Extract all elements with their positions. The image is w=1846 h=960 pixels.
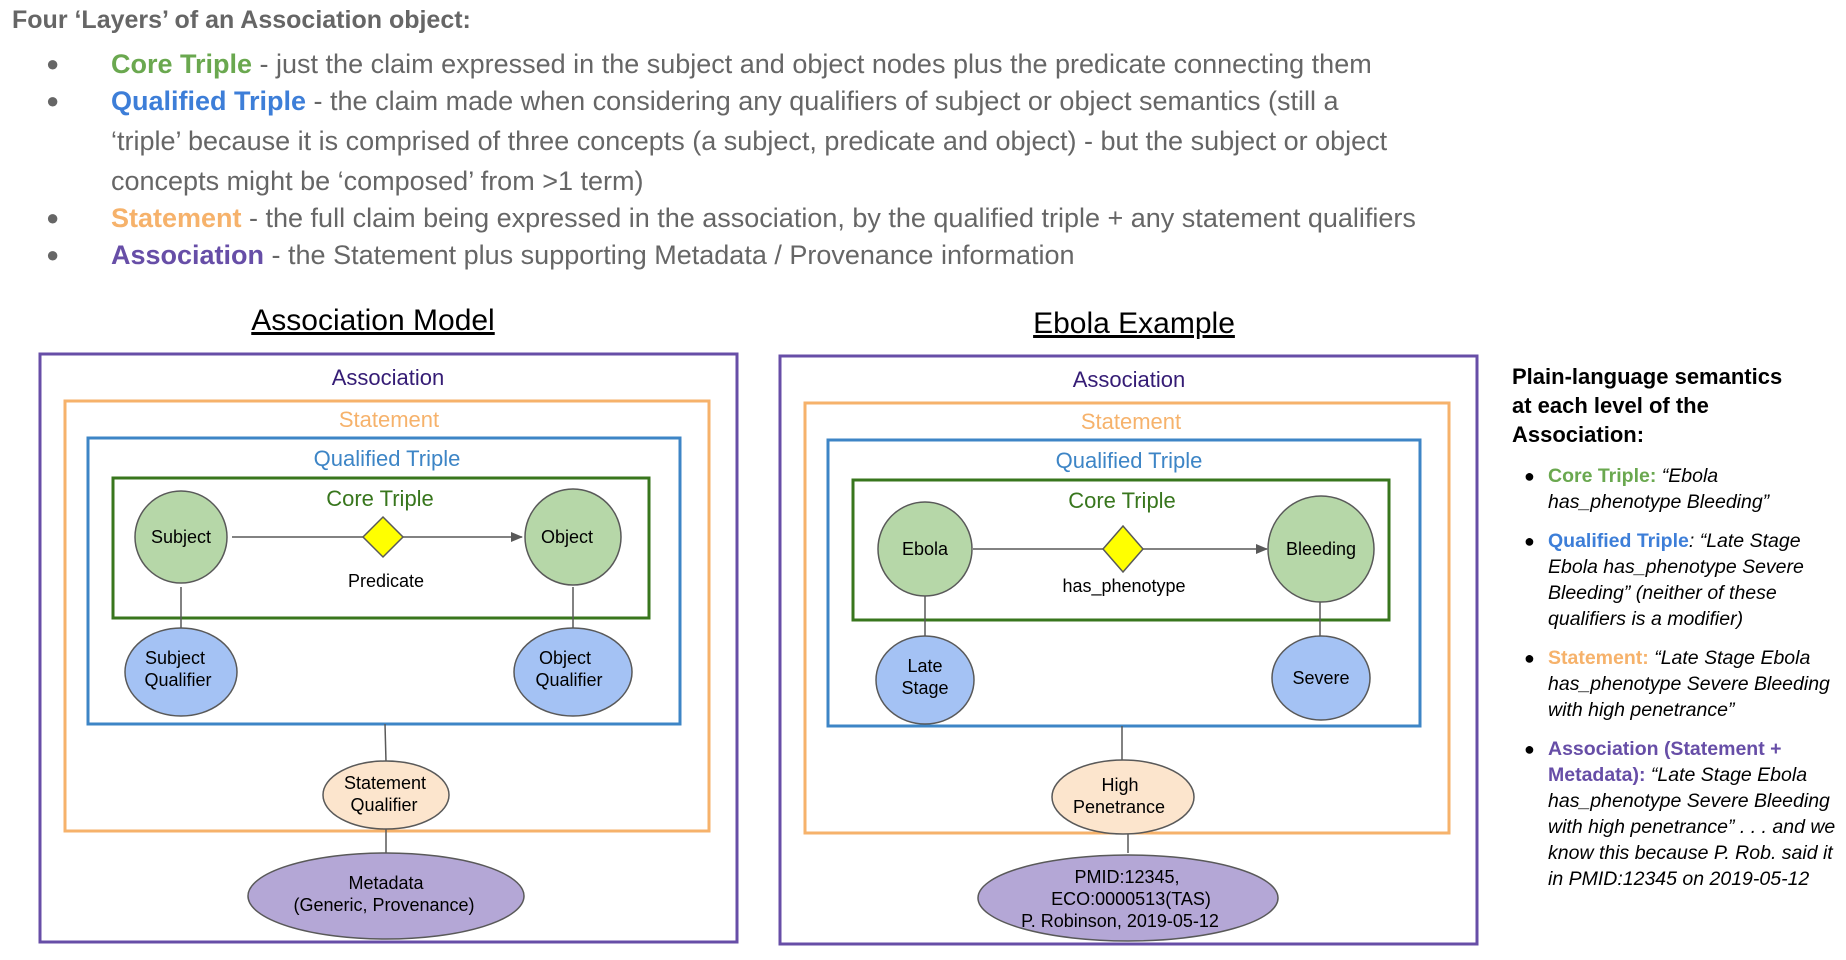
- example-statement-label: Statement: [1081, 409, 1181, 434]
- model-metadata-node: [247, 852, 525, 940]
- example-association-label: Association: [1073, 367, 1186, 392]
- example-statement-qualifier-line1: High: [1101, 775, 1138, 795]
- layer-term: Core Triple: [111, 49, 253, 79]
- bullet-dot: ●: [1524, 739, 1535, 759]
- semantics-item-association: ● Association (Statement + Metadata): “L…: [1512, 736, 1842, 892]
- model-object-qualifier-line2: Qualifier: [535, 670, 602, 690]
- model-statement-qualifier-line1: Statement: [344, 773, 426, 793]
- semantics-text: “Late Stage Ebola has_phenotype Severe B…: [1548, 647, 1830, 721]
- model-predicate-label: Predicate: [348, 571, 424, 591]
- model-association-label: Association: [332, 365, 445, 390]
- example-subject-qualifier-line1: Late: [907, 656, 942, 676]
- example-metadata-node: [977, 854, 1279, 942]
- semantics-title: Plain-language semantics at each level o…: [1512, 362, 1842, 449]
- semantics-text: “Ebola has_phenotype Bleeding”: [1548, 465, 1770, 513]
- example-object-qualifier-node: [1271, 635, 1371, 721]
- example-statement-qualifier-line2: Penetrance: [1073, 797, 1165, 817]
- model-statement-qualifier-node: [322, 760, 450, 830]
- model-subject-label: Subject: [151, 527, 211, 547]
- example-statement-qualifier-node: [1051, 759, 1195, 835]
- bullet-dot: ●: [1524, 531, 1535, 551]
- bullet-dot: ●: [1524, 466, 1535, 486]
- example-qualified-box: [826, 438, 1422, 728]
- example-qualified-label: Qualified Triple: [1056, 448, 1203, 473]
- layer-term: Statement: [111, 203, 242, 233]
- semantics-panel: Plain-language semantics at each level o…: [1512, 362, 1842, 905]
- model-statement-box: [63, 399, 711, 833]
- semantics-item-qualified: ● Qualified Triple: “Late Stage Ebola ha…: [1512, 528, 1842, 632]
- model-object-qualifier-node: [513, 627, 633, 717]
- semantics-title-line: Plain-language semantics: [1512, 364, 1783, 389]
- example-subject-qualifier-line2: Stage: [901, 678, 948, 698]
- model-subject-qualifier-node: [124, 627, 238, 717]
- example-metadata-line3: P. Robinson, 2019-05-12: [1021, 911, 1219, 931]
- model-statement-label: Statement: [339, 407, 439, 432]
- semantics-item-core: ● Core Triple: “Ebola has_phenotype Blee…: [1512, 463, 1842, 515]
- layer-text: - just the claim expressed in the subjec…: [252, 49, 1372, 79]
- layer-item-qualified: ● Qualified Triple - the claim made when…: [0, 81, 1401, 201]
- layer-item-statement: ● Statement - the full claim being expre…: [0, 198, 1700, 238]
- model-qualified-box: [86, 436, 682, 726]
- bullet-dot: ●: [46, 51, 60, 76]
- example-association-box: [778, 354, 1479, 946]
- bullet-dot: ●: [46, 242, 60, 267]
- semantics-list: ● Core Triple: “Ebola has_phenotype Blee…: [1512, 463, 1842, 892]
- model-subject-qualifier-line1: Subject: [145, 648, 205, 668]
- example-subject-node: [877, 501, 973, 597]
- semantics-label: Statement:: [1548, 647, 1649, 669]
- layer-text: - the claim made when considering any qu…: [111, 86, 1388, 196]
- bullet-dot: ●: [46, 205, 60, 230]
- example-subject-label: Ebola: [902, 539, 949, 559]
- example-object-node: [1267, 495, 1375, 603]
- model-predicate-diamond: [361, 515, 405, 559]
- ebola-example: Ebola Example Association Statement Qual…: [778, 307, 1479, 946]
- bullet-dot: ●: [46, 88, 60, 113]
- semantics-text: : “Late Stage Ebola has_phenotype Severe…: [1548, 530, 1804, 630]
- semantics-title-line: at each level of the: [1512, 393, 1709, 418]
- layer-text: - the full claim being expressed in the …: [241, 203, 1416, 233]
- example-predicate-label: has_phenotype: [1062, 576, 1185, 597]
- bullet-dot: ●: [1524, 648, 1535, 668]
- model-object-node: [524, 488, 622, 586]
- model-object-qualifier-line1: Object: [539, 648, 591, 668]
- page-heading: Four ‘Layers’ of an Association object:: [12, 6, 471, 34]
- model-subject-node: [134, 490, 228, 584]
- association-model: Association Model Association Statement …: [38, 304, 739, 944]
- layer-text: - the Statement plus supporting Metadata…: [264, 240, 1075, 270]
- semantics-text: “Late Stage Ebola has_phenotype Severe B…: [1548, 764, 1836, 890]
- example-title: Ebola Example: [1033, 307, 1235, 340]
- model-qualified-label: Qualified Triple: [314, 446, 461, 471]
- example-core-label: Core Triple: [1068, 488, 1176, 513]
- model-subject-qualifier-line2: Qualifier: [144, 670, 211, 690]
- model-object-label: Object: [541, 527, 593, 547]
- semantics-label: Association (Statement + Metadata):: [1548, 738, 1782, 786]
- model-metadata-line1: Metadata: [348, 873, 424, 893]
- semantics-label: Core Triple:: [1548, 465, 1657, 487]
- model-association-box: [38, 352, 739, 944]
- layer-term: Association: [111, 240, 265, 270]
- layer-item-association: ● Association - the Statement plus suppo…: [0, 235, 1700, 275]
- example-predicate-diamond: [1102, 524, 1144, 574]
- model-core-label: Core Triple: [326, 486, 434, 511]
- example-core-box: [851, 478, 1391, 622]
- model-statement-qualifier-line2: Qualifier: [350, 795, 417, 815]
- example-object-qualifier-label: Severe: [1292, 668, 1349, 688]
- model-core-box: [111, 476, 651, 620]
- layer-term: Qualified Triple: [111, 86, 307, 116]
- model-title: Association Model: [251, 304, 494, 337]
- semantics-item-statement: ● Statement: “Late Stage Ebola has_pheno…: [1512, 645, 1842, 723]
- semantics-label: Qualified Triple: [1548, 530, 1689, 552]
- layer-list: ● Core Triple - just the claim expressed…: [0, 44, 1700, 275]
- example-subject-qualifier-node: [875, 635, 975, 725]
- example-metadata-line2: ECO:0000513(TAS): [1051, 889, 1211, 909]
- layer-item-core: ● Core Triple - just the claim expressed…: [0, 44, 1700, 84]
- model-metadata-line2: (Generic, Provenance): [293, 895, 474, 915]
- semantics-title-line: Association:: [1512, 422, 1645, 447]
- diagram-area: Association Model Association Statement …: [38, 304, 1479, 946]
- example-metadata-line1: PMID:12345,: [1074, 867, 1179, 887]
- example-object-label: Bleeding: [1286, 539, 1356, 559]
